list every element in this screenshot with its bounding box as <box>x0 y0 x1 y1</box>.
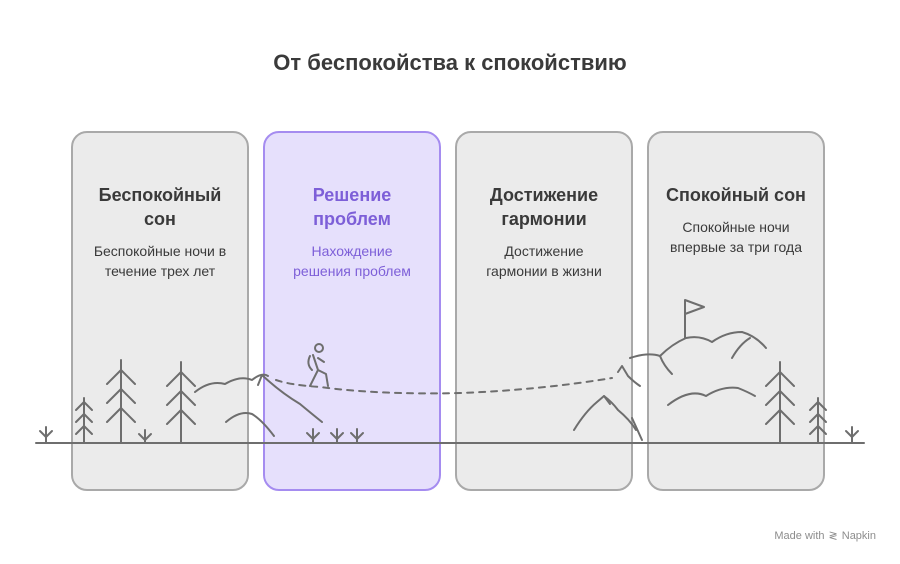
grass-icon <box>138 429 152 444</box>
tree-icon <box>166 361 196 444</box>
mountain-icon <box>573 365 643 441</box>
hill-icon <box>194 373 323 437</box>
card-calm-sleep: Спокойный сон Спокойные ночи впервые за … <box>647 131 825 491</box>
card-description: Спокойные ночи впервые за три года <box>669 219 802 255</box>
tree-icon <box>106 359 136 444</box>
hill-icon <box>629 331 767 406</box>
card-title: Решение проблем <box>312 185 392 229</box>
brand-prefix: Made with <box>774 529 825 542</box>
card-title: Спокойный сон <box>666 185 806 205</box>
flag-icon <box>684 299 705 339</box>
dashed-path <box>275 377 613 395</box>
grass-icon <box>39 426 53 444</box>
card-description: Нахождение решения проблем <box>293 243 411 279</box>
hiker-icon <box>307 343 329 387</box>
brand-name: Napkin <box>841 529 876 542</box>
card-harmony: Достижение гармонии Достижение гармонии … <box>455 131 633 491</box>
brand-watermark: Made with ≷ Napkin <box>774 529 876 543</box>
tree-icon <box>75 397 93 444</box>
card-title: Достижение гармонии <box>489 185 599 229</box>
tree-icon <box>809 397 827 444</box>
card-title: Беспокойный сон <box>98 185 222 229</box>
card-description: Беспокойные ночи в течение трех лет <box>93 243 227 279</box>
card-problem-solving: Решение проблем Нахождение решения пробл… <box>263 131 441 491</box>
napkin-logo-icon: ≷ <box>828 530 838 542</box>
tree-icon <box>765 361 795 444</box>
diagram-title: От беспокойства к спокойствию <box>273 50 627 75</box>
grass-icon <box>845 426 859 444</box>
card-restless-sleep: Беспокойный сон Беспокойные ночи в течен… <box>71 131 249 491</box>
card-description: Достижение гармонии в жизни <box>486 243 602 279</box>
grass-icon <box>306 428 364 444</box>
